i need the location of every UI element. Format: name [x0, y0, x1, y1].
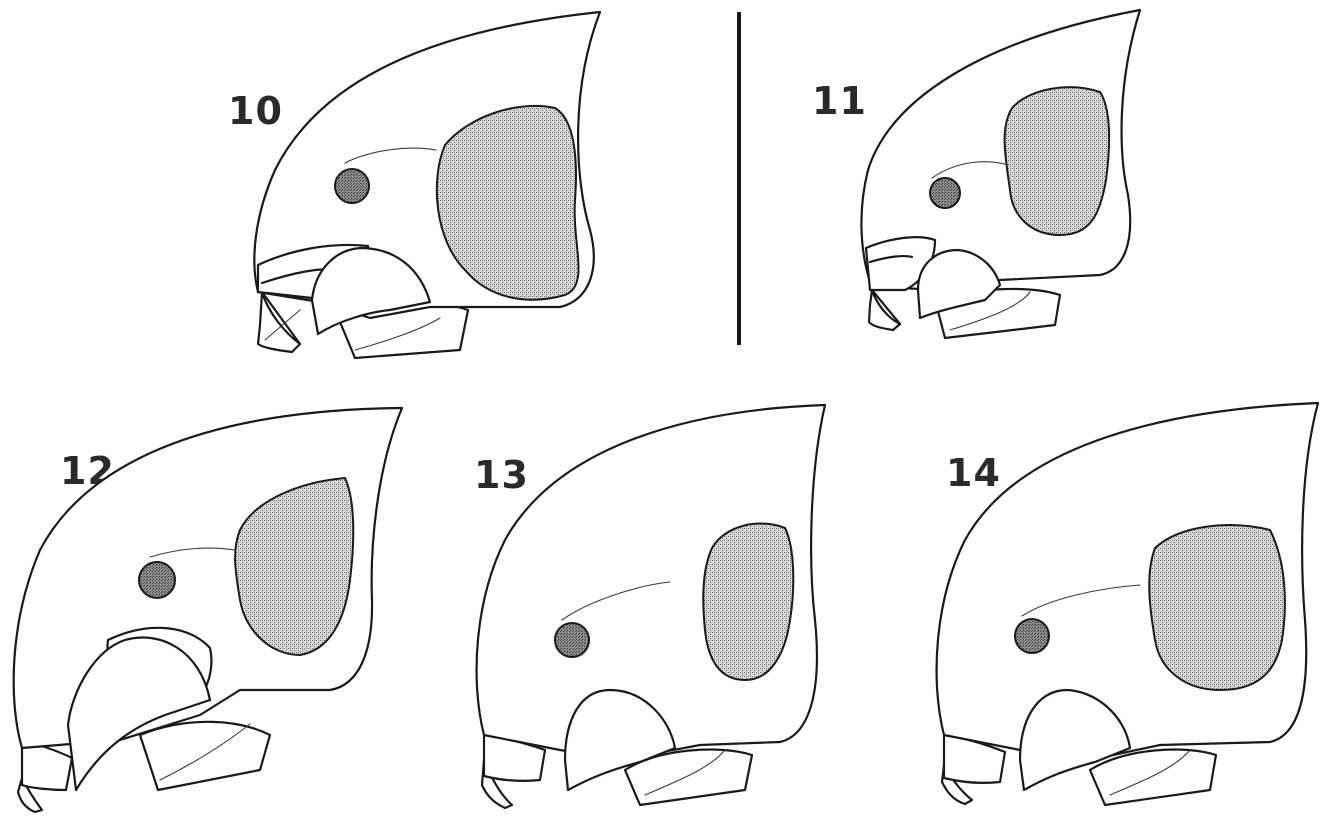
head-panel-14: 14	[937, 403, 1318, 805]
figure-label-11: 11	[812, 79, 867, 123]
figure-label-13: 13	[474, 453, 529, 497]
head-panel-10: 10	[228, 12, 600, 358]
figure-label-14: 14	[946, 451, 1001, 495]
head-panel-11: 11	[812, 10, 1140, 338]
head-panel-12: 12	[14, 408, 402, 812]
head-panel-13: 13	[474, 405, 825, 808]
figure-label-10: 10	[228, 89, 283, 133]
